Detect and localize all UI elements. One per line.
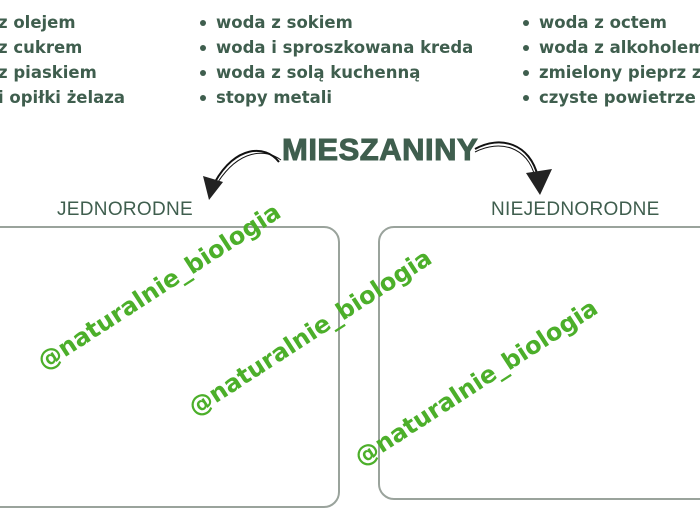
arrow-left-icon	[203, 149, 282, 200]
list-item: i opiłki żelaza	[0, 88, 126, 107]
heterogeneous-box	[378, 226, 700, 500]
mixture-list-2: woda z sokiem woda i sproszkowana kreda …	[200, 10, 473, 110]
list-item: woda i sproszkowana kreda	[200, 35, 473, 60]
list-item: woda z alkoholem	[523, 35, 700, 60]
category-label-homogeneous: JEDNORODNE	[57, 199, 194, 220]
list-item: z olejem	[0, 13, 76, 32]
mixture-list-3: woda z octem woda z alkoholem zmielony p…	[523, 10, 700, 110]
list-item: woda z sokiem	[200, 10, 473, 35]
mixture-list-1: z olejem z cukrem z piaskiem i opiłki że…	[0, 10, 125, 110]
list-item: czyste powietrze	[523, 85, 700, 110]
page-title: MIESZANINY	[281, 132, 479, 168]
list-item: z cukrem	[0, 38, 83, 57]
category-label-heterogeneous: NIEJEDNORODNE	[491, 199, 660, 220]
list-item: z piaskiem	[0, 63, 97, 82]
list-item: stopy metali	[200, 85, 473, 110]
list-item: zmielony pieprz z s	[523, 60, 700, 85]
arrow-right-icon	[474, 141, 552, 195]
homogeneous-box	[0, 226, 340, 508]
list-item: woda z octem	[523, 10, 700, 35]
list-item: woda z solą kuchenną	[200, 60, 473, 85]
